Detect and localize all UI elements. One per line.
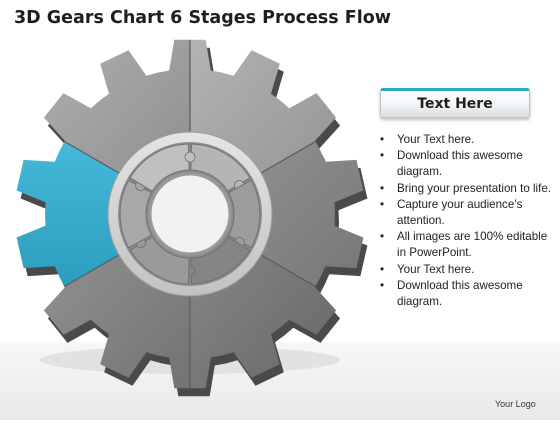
bullet-item: • Capture your audience’s attention.: [376, 197, 556, 229]
bullet-text: Download this awesome diagram.: [397, 278, 523, 309]
bullet-item: • Download this awesome diagram.: [376, 278, 556, 310]
bullet-text: Capture your audience’s attention.: [397, 197, 523, 228]
bullet-item: • All images are 100% editable in PowerPo…: [376, 229, 556, 261]
bullet-dot: •: [380, 230, 385, 244]
bullet-item: • Bring your presentation to life.: [376, 181, 556, 197]
hub-piece: [129, 236, 190, 285]
bullet-dot: •: [380, 278, 385, 292]
gear-center-hole: [148, 172, 232, 256]
hub-piece: [119, 179, 153, 249]
bullet-item: • Download this awesome diagram.: [376, 148, 556, 180]
page-title: 3D Gears Chart 6 Stages Process Flow: [14, 8, 391, 28]
bullet-dot: •: [380, 133, 385, 146]
bullet-text: All images are 100% editable in PowerPoi…: [397, 230, 548, 260]
text-card-heading: Text Here: [417, 96, 493, 112]
bullet-text: Your Text here.: [397, 262, 475, 276]
footer-logo: Your Logo: [495, 399, 536, 409]
bullet-dot: •: [380, 149, 385, 163]
bullet-text: Your Text here.: [397, 133, 475, 146]
bullet-item: • Your Text here.: [376, 132, 556, 148]
bullet-dot: •: [380, 181, 385, 195]
bullet-dot: •: [380, 262, 385, 276]
bullet-text: Bring your presentation to life.: [397, 181, 552, 195]
hub-piece: [190, 236, 251, 285]
hub-piece: [129, 143, 190, 192]
bullet-list: • Your Text here. • Download this awesome …: [376, 132, 556, 310]
bullet-text: Download this awesome diagram.: [397, 149, 523, 179]
gear-inner-hub: [119, 143, 261, 285]
bullet-item: • Your Text here.: [376, 262, 556, 278]
hub-piece-knob: [184, 151, 196, 163]
text-here-card: Text Here: [380, 88, 530, 118]
hub-piece: [190, 143, 251, 192]
hub-piece: [227, 179, 261, 249]
bullet-dot: •: [380, 197, 385, 211]
